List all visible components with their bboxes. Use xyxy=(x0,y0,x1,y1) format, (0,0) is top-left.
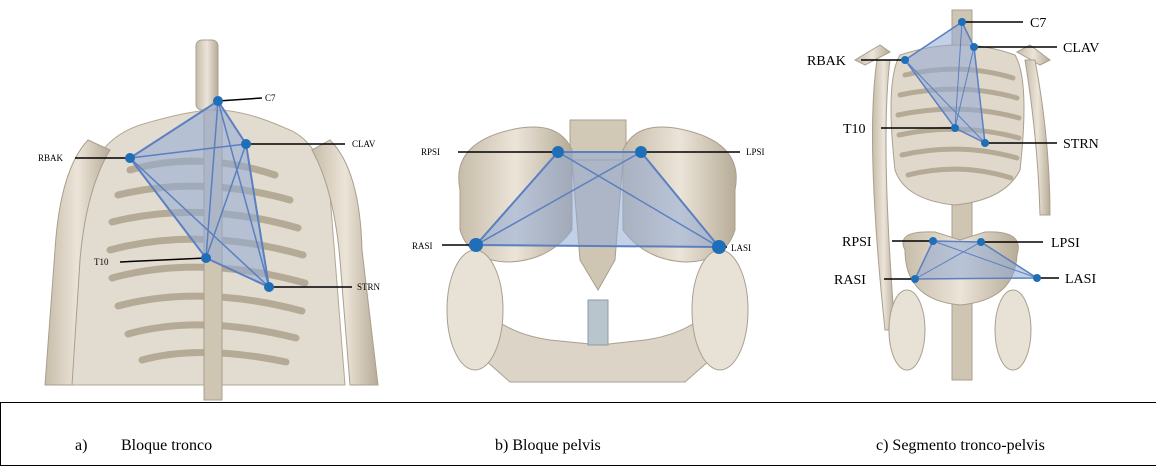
label-rbak: RBAK xyxy=(38,153,64,163)
marker-c7-dot-c xyxy=(958,18,966,26)
marker-clav-dot xyxy=(241,139,251,149)
marker-rbak-dot-c xyxy=(901,56,909,64)
caption-c: c) Segmento tronco-pelvis xyxy=(876,437,1045,455)
marker-strn-dot-c xyxy=(981,139,989,147)
label-rasi-c: RASI xyxy=(834,273,866,288)
panel-b-pelvis-figure: RPSI LPSI RASI LASI xyxy=(400,0,795,400)
caption-a-letter: a) xyxy=(75,437,87,455)
marker-strn-dot xyxy=(264,282,274,292)
label-lasi: LASI xyxy=(731,243,751,253)
label-strn: STRN xyxy=(357,282,381,292)
marker-clav-dot-c xyxy=(970,43,978,51)
label-t10: T10 xyxy=(94,257,109,267)
marker-rbak-dot xyxy=(125,153,135,163)
marker-t10-dot-c xyxy=(951,124,959,132)
label-c7: C7 xyxy=(265,93,276,103)
caption-table xyxy=(0,402,1156,466)
label-strn-c: STRN xyxy=(1063,137,1099,152)
label-c7-c: C7 xyxy=(1030,16,1046,31)
label-rpsi: RPSI xyxy=(421,147,440,157)
marker-rasi-dot-c xyxy=(911,275,919,283)
label-lasi-c: LASI xyxy=(1065,272,1096,287)
label-t10-c: T10 xyxy=(843,122,866,137)
marker-t10-dot xyxy=(201,253,211,263)
label-lpsi: LPSI xyxy=(746,147,765,157)
marker-lasi-dot-c xyxy=(1033,274,1041,282)
label-rbak-c: RBAK xyxy=(807,54,846,69)
label-rasi: RASI xyxy=(412,241,433,251)
marker-rasi-dot xyxy=(469,238,483,252)
marker-lpsi-dot-c xyxy=(977,238,985,246)
marker-lpsi-dot xyxy=(635,146,647,158)
label-lpsi-c: LPSI xyxy=(1051,236,1080,251)
label-clav: CLAV xyxy=(352,139,376,149)
marker-rpsi-dot-c xyxy=(929,237,937,245)
label-clav-c: CLAV xyxy=(1063,41,1099,56)
label-rpsi-c: RPSI xyxy=(842,235,872,250)
caption-a-text: Bloque tronco xyxy=(121,437,212,455)
panel-c-trunk-pelvis-figure: C7 RBAK CLAV T10 STRN RPSI LPSI RASI LAS… xyxy=(795,0,1155,400)
caption-b: b) Bloque pelvis xyxy=(495,437,601,455)
marker-rpsi-dot xyxy=(552,146,564,158)
marker-c7-dot xyxy=(213,96,223,106)
panel-a-trunk-figure: C7 CLAV RBAK T10 STRN xyxy=(0,0,400,400)
marker-lasi-dot xyxy=(712,240,726,254)
